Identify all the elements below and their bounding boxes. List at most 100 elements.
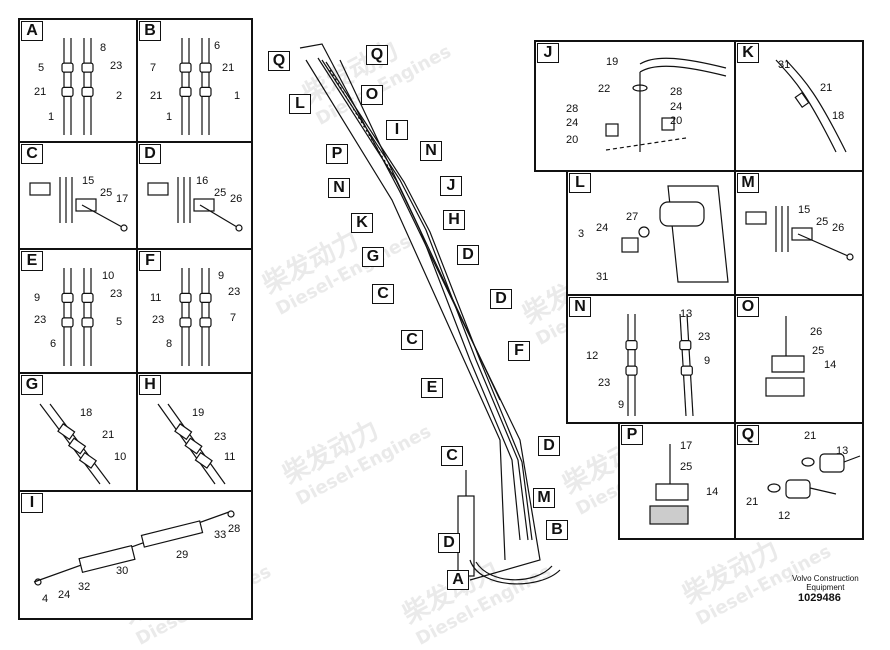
panel-sketch [765, 316, 805, 397]
part-number: 11 [224, 451, 236, 463]
brand-label: Volvo Construction Equipment [792, 574, 859, 592]
panel-letter: M [737, 173, 759, 193]
panel-sketch [157, 403, 226, 485]
section-callout-d: D [438, 533, 460, 553]
part-number: 29 [176, 549, 189, 561]
panel-drawing [147, 177, 243, 232]
part-number: 23 [228, 286, 241, 298]
section-callout-i: I [386, 120, 408, 140]
part-number: 23 [110, 288, 123, 300]
part-number: 21 [34, 86, 47, 98]
part-number: 7 [150, 62, 157, 74]
panel-sketch [179, 268, 212, 366]
panel-drawing [29, 177, 128, 232]
part-number: 18 [80, 407, 93, 419]
panel-sketch [625, 313, 694, 417]
section-callout-c: C [372, 284, 394, 304]
part-number: 13 [836, 445, 849, 457]
section-callout-p: P [326, 144, 348, 164]
part-number: 13 [680, 308, 693, 320]
part-number: 28 [566, 103, 579, 115]
part-number: 9 [704, 355, 711, 367]
part-number: 8 [166, 338, 173, 350]
part-number: 17 [116, 193, 129, 205]
part-number: 12 [586, 350, 599, 362]
part-number: 21 [222, 62, 235, 74]
panel-letter: A [21, 21, 43, 41]
section-callout-c: C [441, 446, 463, 466]
panel-sketch [29, 177, 128, 232]
panel-drawing [775, 59, 847, 153]
part-number: 17 [680, 440, 693, 452]
part-number: 18 [832, 110, 845, 122]
panel-letter: C [21, 144, 43, 164]
brand-line-2: Equipment [806, 583, 845, 592]
section-callout-k: K [351, 213, 373, 233]
part-number: 26 [810, 326, 823, 338]
part-number: 4 [42, 593, 49, 605]
part-number: 10 [102, 270, 115, 282]
panel-drawing [33, 510, 235, 586]
section-callout-n: N [328, 178, 350, 198]
part-number: 6 [50, 338, 57, 350]
panel-sketch [33, 510, 235, 586]
part-number: 25 [100, 187, 113, 199]
part-number: 20 [566, 134, 579, 146]
panel-sketch [61, 268, 94, 366]
panel-drawing [39, 403, 111, 485]
document-number: 1029486 [798, 592, 841, 604]
panel-drawing [649, 444, 689, 525]
panel-drawing [179, 268, 212, 366]
panel-drawing [767, 453, 861, 499]
panel-drawing [179, 38, 212, 135]
part-number: 9 [34, 292, 41, 304]
part-number: 1 [48, 111, 55, 123]
section-callout-d: D [538, 436, 560, 456]
section-callout-f: F [508, 341, 530, 361]
section-callout-e: E [421, 378, 443, 398]
part-number: 24 [670, 101, 683, 113]
part-number: 26 [832, 222, 845, 234]
part-number: 15 [798, 204, 811, 216]
panel-letter: G [21, 375, 43, 395]
part-number: 21 [102, 429, 115, 441]
part-number: 23 [698, 331, 711, 343]
panel-letter: Q [737, 425, 759, 445]
part-number: 10 [114, 451, 127, 463]
panel-sketch [39, 403, 111, 485]
panel-sketch [605, 57, 727, 152]
panel-sketch [775, 59, 847, 153]
part-number: 28 [670, 86, 683, 98]
part-number: 14 [706, 486, 719, 498]
section-callout-a: A [447, 570, 469, 590]
part-number: 32 [78, 581, 91, 593]
section-callout-l: L [289, 94, 311, 114]
section-callout-c: C [401, 330, 423, 350]
part-number: 3 [578, 228, 585, 240]
part-number: 23 [34, 314, 47, 326]
panel-drawing [61, 268, 94, 366]
panel-letter: K [737, 43, 759, 63]
part-number: 25 [812, 345, 825, 357]
panel-letter: P [621, 425, 643, 445]
brand-line-1: Volvo Construction [792, 574, 859, 583]
panel-drawing [621, 185, 729, 283]
panel-letter: L [569, 173, 591, 193]
part-number: 27 [626, 211, 639, 223]
part-number: 21 [820, 82, 833, 94]
panel-sketch [147, 177, 243, 232]
part-number: 28 [228, 523, 241, 535]
part-number: 24 [566, 117, 579, 129]
part-number: 23 [152, 314, 165, 326]
